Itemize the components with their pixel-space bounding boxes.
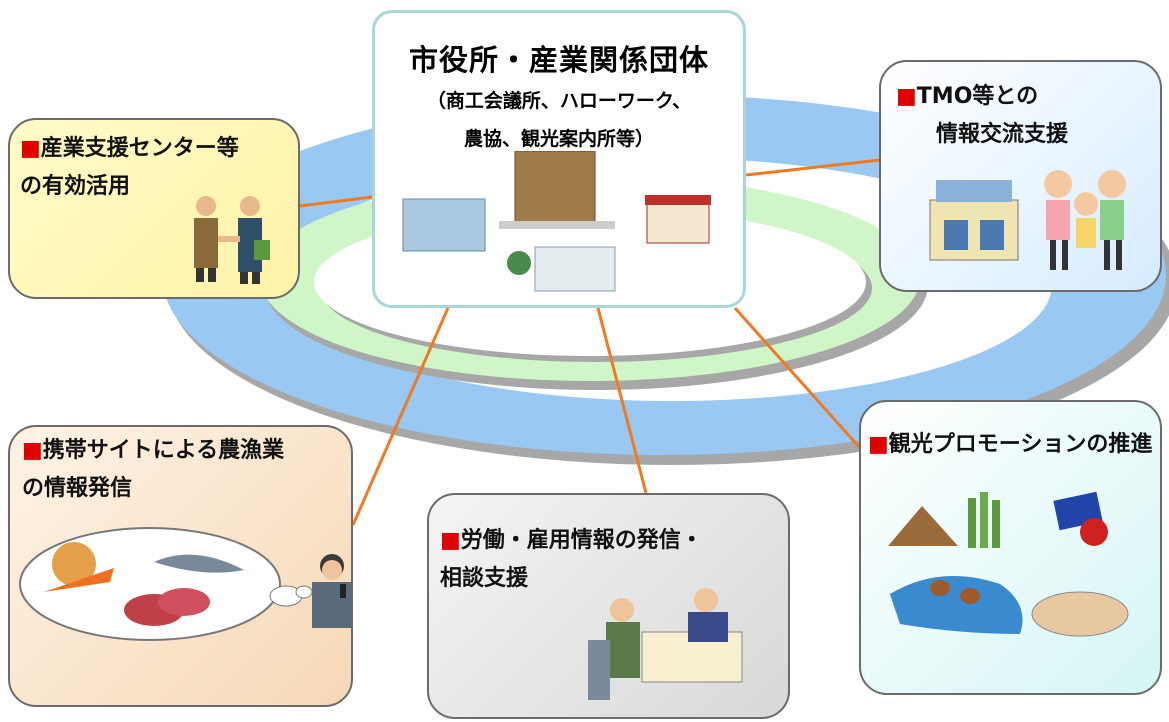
- central-title: 市役所・産業関係団体: [408, 43, 709, 77]
- shop-and-people-illustration: [929, 170, 1126, 270]
- tourism-box: [859, 400, 1162, 695]
- industry-support-label: ■産業支援センター等 の有効活用: [20, 136, 239, 199]
- bullet-icon: ■: [896, 84, 917, 109]
- central-organization-box: 市役所・産業関係団体 （商工会議所、ハローワーク、 農協、観光案内所等）: [372, 10, 746, 308]
- bullet-icon: ■: [868, 432, 889, 457]
- central-subtitle-line1: （商工会議所、ハローワーク、: [426, 90, 692, 112]
- bullet-icon: ■: [20, 136, 41, 161]
- labor-label: ■労働・雇用情報の発信・ 相談支援: [440, 528, 703, 591]
- tmo-label: ■TMO等との 情報交流支援: [896, 84, 1069, 147]
- business-handshake-illustration: [194, 196, 270, 284]
- reporter-illustration: [312, 554, 352, 628]
- consultation-illustration: [588, 588, 743, 700]
- connector-lines: [299, 158, 881, 526]
- bullet-icon: ■: [440, 528, 461, 553]
- tourism-illustration: [888, 491, 1129, 637]
- tourism-label: ■観光プロモーションの推進: [868, 432, 1153, 457]
- buildings-illustration: [402, 151, 711, 292]
- bullet-icon: ■: [22, 438, 43, 463]
- food-thought-bubble: [19, 527, 313, 641]
- mobile-site-label: ■携帯サイトによる農漁業 の情報発信: [22, 438, 285, 501]
- central-subtitle-line2: 農協、観光案内所等）: [463, 128, 654, 150]
